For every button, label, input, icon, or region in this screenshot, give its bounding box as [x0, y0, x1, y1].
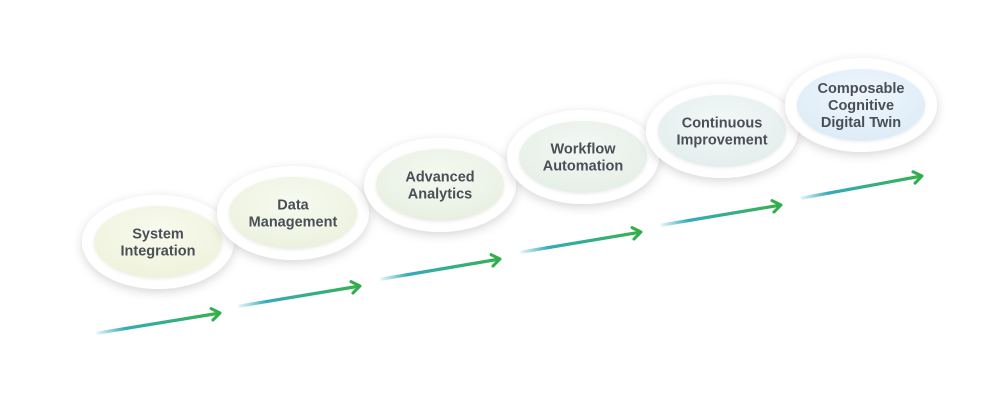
- step-disc: [376, 149, 504, 221]
- arrow-3: [380, 253, 502, 281]
- arrow-2: [238, 280, 362, 308]
- arrow-head-icon: [349, 280, 362, 295]
- step-label: Workflow: [551, 142, 617, 158]
- step-label: Integration: [121, 244, 196, 260]
- step-label: Improvement: [676, 133, 767, 149]
- step-label: Advanced: [405, 170, 474, 186]
- step-label: Digital Twin: [821, 115, 901, 131]
- step-disc: [229, 177, 357, 249]
- step-disc: [519, 121, 647, 193]
- arrow-head-icon: [209, 307, 222, 322]
- arrow-shaft: [520, 230, 640, 254]
- arrow-shaft: [800, 174, 921, 200]
- steps-layer: SystemIntegrationDataManagementAdvancedA…: [82, 58, 937, 289]
- arrow-head-icon: [911, 170, 924, 185]
- arrow-head-icon: [489, 253, 502, 268]
- arrow-shaft: [380, 257, 499, 281]
- step-label: Data: [277, 198, 309, 214]
- step-label: Analytics: [408, 187, 472, 203]
- arrow-head-icon: [630, 226, 643, 241]
- arrow-5: [660, 199, 783, 227]
- arrows-layer: [96, 170, 924, 335]
- step-label: Automation: [543, 159, 624, 175]
- arrow-shaft: [238, 284, 359, 308]
- arrow-1: [96, 307, 222, 335]
- step-label: Composable: [817, 81, 904, 97]
- step-label: Management: [249, 215, 338, 231]
- step-label: System: [132, 227, 184, 243]
- arrow-4: [520, 226, 643, 254]
- step-disc: [797, 69, 925, 141]
- arrow-shaft: [96, 311, 219, 335]
- step-disc: [94, 206, 222, 278]
- arrow-head-icon: [770, 199, 783, 214]
- step-label: Continuous: [682, 116, 763, 132]
- arrow-shaft: [660, 203, 780, 227]
- step-disc: [658, 95, 786, 167]
- arrow-6: [800, 170, 924, 200]
- step-label: Cognitive: [828, 98, 894, 114]
